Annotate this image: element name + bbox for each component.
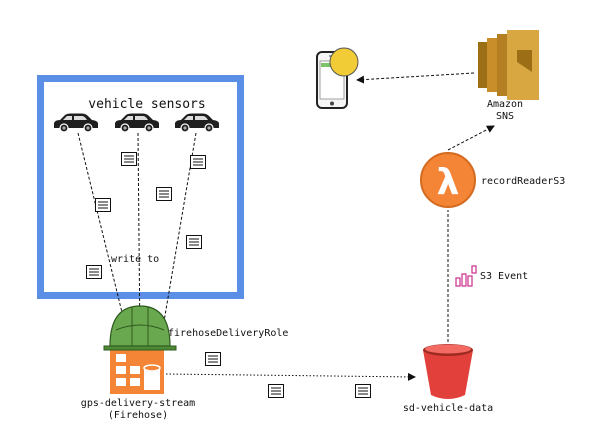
car-icon xyxy=(174,112,220,133)
vehicle-sensors-group xyxy=(37,75,244,299)
car-icon xyxy=(53,112,99,133)
write-to-label: write to xyxy=(111,254,159,265)
document-icon xyxy=(186,235,202,249)
lambda-icon: λ xyxy=(420,152,476,208)
firehose-name-label: gps-delivery-stream xyxy=(81,398,195,409)
document-icon xyxy=(355,384,371,398)
mobile-phone-icon xyxy=(316,47,359,109)
document-icon xyxy=(268,384,284,398)
sns-to-phone-arrow xyxy=(356,72,475,84)
car-icon xyxy=(114,112,160,133)
sns-label-line1: Amazon xyxy=(487,99,523,110)
s3-event-label: S3 Event xyxy=(480,271,528,282)
firehose-to-bucket-arrow xyxy=(165,372,416,381)
document-icon xyxy=(121,152,137,166)
sns-icon xyxy=(478,30,539,100)
document-icon xyxy=(190,155,206,169)
firehose-role-label: firehoseDeliveryRole xyxy=(168,328,288,339)
firehose-sub-label: (Firehose) xyxy=(108,410,168,421)
sns-label-line2: SNS xyxy=(496,111,514,122)
lambda-symbol: λ xyxy=(437,162,460,203)
s3-bucket-icon xyxy=(423,344,473,399)
s3-event-icon xyxy=(455,265,477,287)
car1-to-firehose-line xyxy=(77,132,131,346)
document-icon xyxy=(205,352,221,366)
helmet-icon xyxy=(103,305,177,351)
firehose-icon xyxy=(110,348,164,394)
lambda-to-sns-arrow xyxy=(447,125,495,151)
lambda-name-label: recordReaderS3 xyxy=(481,176,565,187)
document-icon xyxy=(95,198,111,212)
document-icon xyxy=(156,187,172,201)
vehicle-sensors-title: vehicle sensors xyxy=(88,97,205,112)
document-icon xyxy=(86,265,102,279)
bucket-name-label: sd-vehicle-data xyxy=(403,403,493,414)
